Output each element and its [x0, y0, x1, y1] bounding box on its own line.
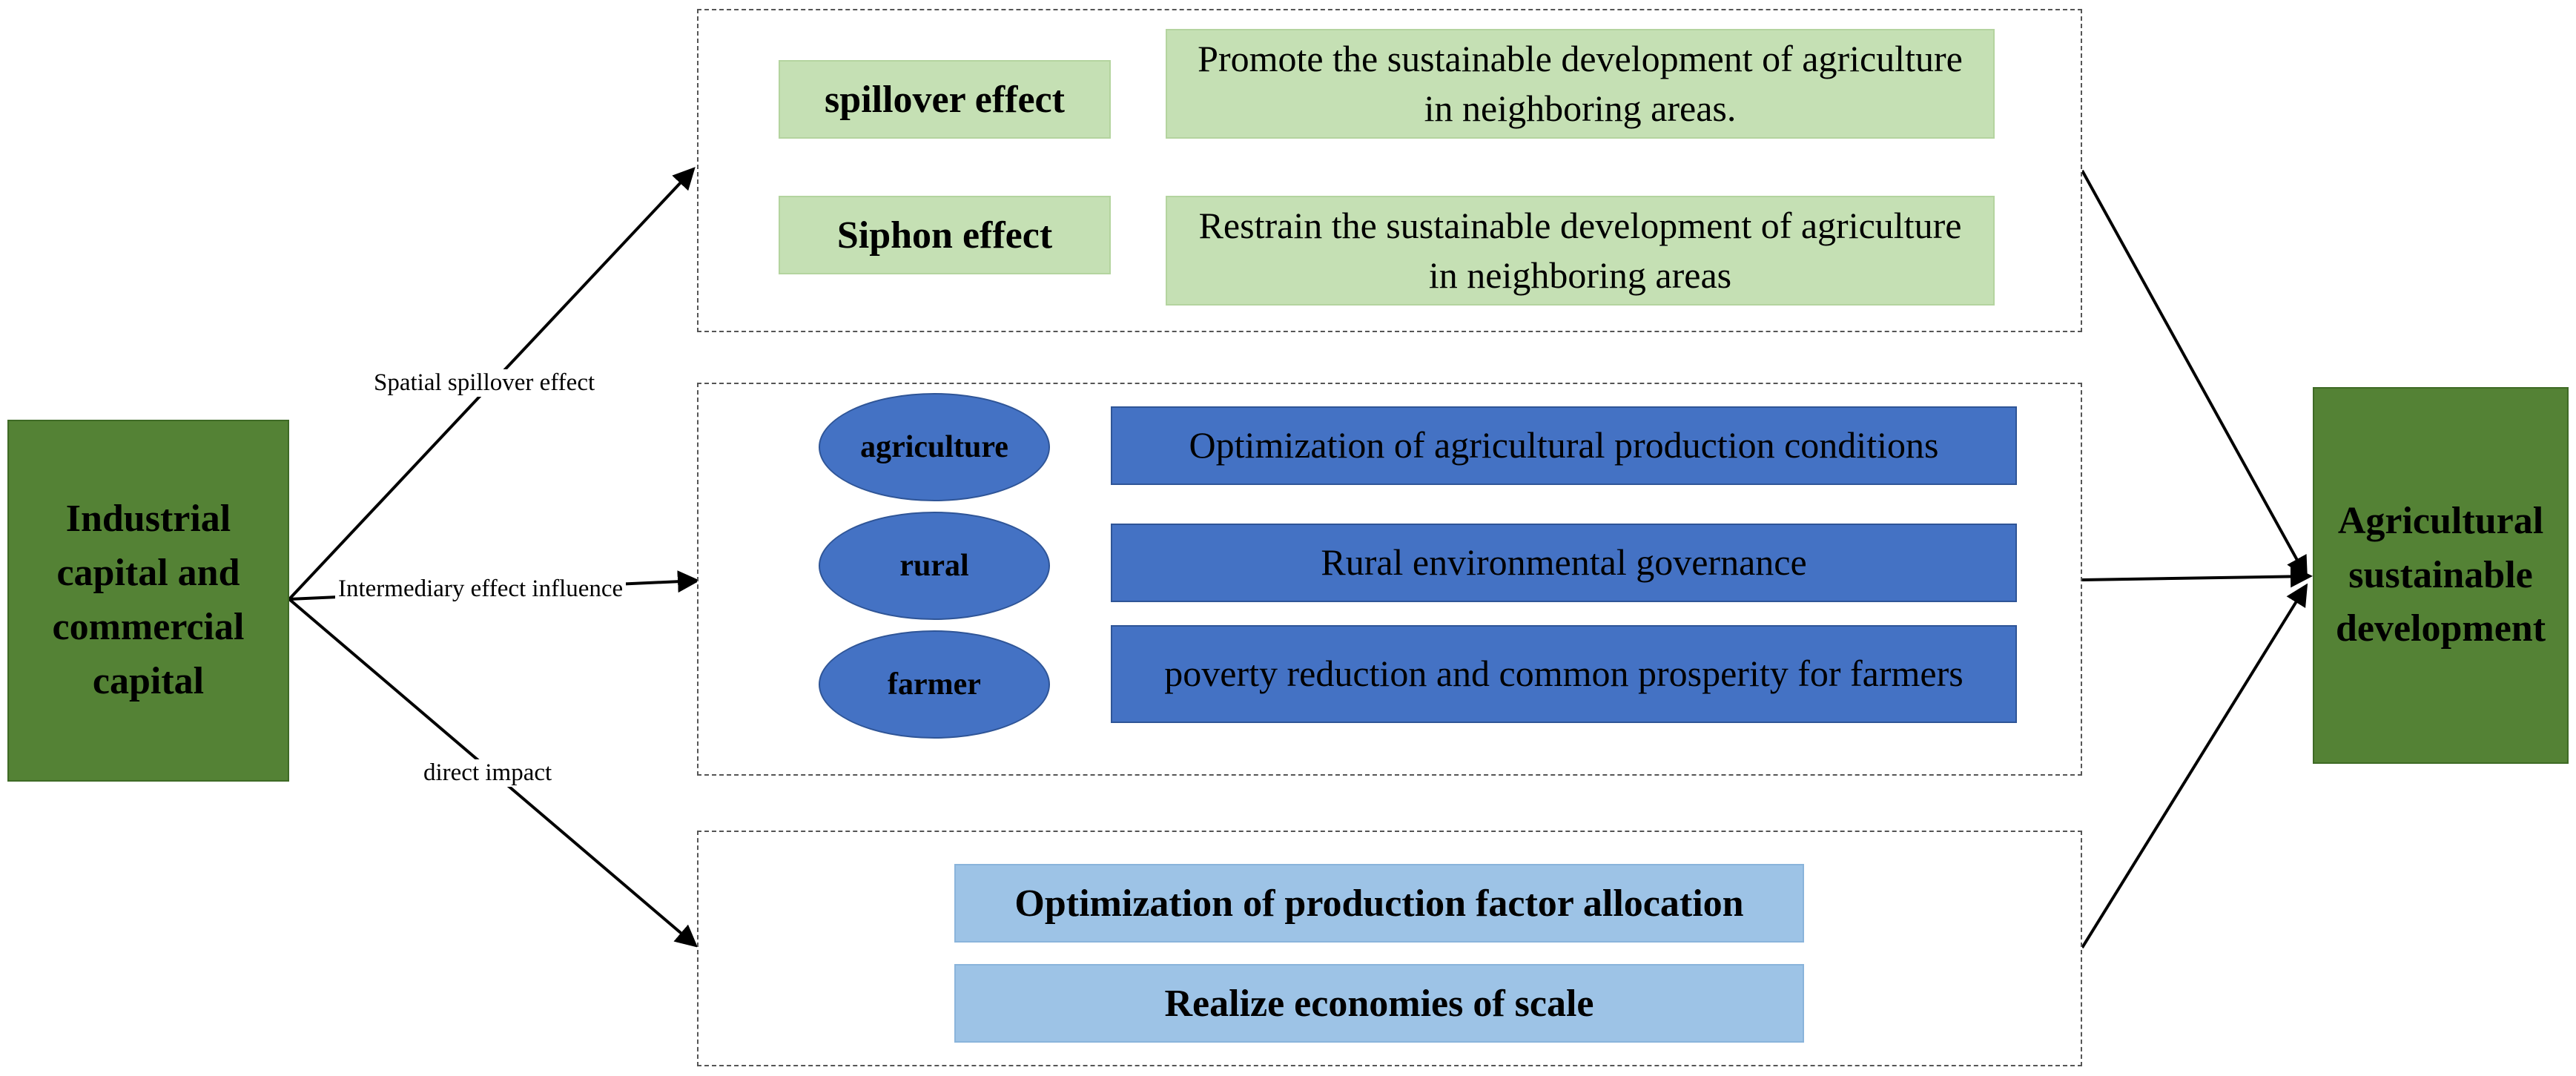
arrow-intermediary-to-target: [2081, 565, 2313, 588]
spillover-effect-label: spillover effect: [825, 78, 1065, 121]
direct-impact-group: Optimization of production factor alloca…: [697, 831, 2082, 1066]
spillover-effect-box: spillover effect: [779, 60, 1111, 139]
arrow-spatial-to-target: [2081, 170, 2308, 579]
agriculture-description: Optimization of agricultural production …: [1189, 424, 1939, 466]
farmer-description: poverty reduction and common prosperity …: [1164, 653, 1964, 695]
source-line-3: commercial: [52, 606, 245, 648]
economies-of-scale-label: Realize economies of scale: [1164, 982, 1594, 1025]
rural-description-box: Rural environmental governance: [1111, 524, 2017, 602]
spillover-description-box: Promote the sustainable development of a…: [1166, 29, 1995, 139]
agriculture-node: agriculture: [819, 393, 1050, 501]
siphon-description-box: Restrain the sustainable development of …: [1166, 196, 1995, 306]
rural-label: rural: [899, 549, 969, 583]
farmer-node: farmer: [819, 630, 1050, 739]
target-line-1: Agricultural: [2337, 499, 2544, 542]
intermediary-effect-group: agriculture Optimization of agricultural…: [697, 383, 2082, 776]
siphon-description: Restrain the sustainable development of …: [1198, 204, 1962, 297]
spatial-effect-group: spillover effect Promote the sustainable…: [697, 9, 2082, 332]
source-line-2: capital and: [56, 552, 240, 595]
agriculture-label: agriculture: [860, 430, 1008, 464]
source-node: Industrial capital and commercial capita…: [7, 420, 289, 782]
siphon-effect-box: Siphon effect: [779, 196, 1111, 274]
label-spatial-spillover: Spatial spillover effect: [371, 369, 598, 397]
rural-node: rural: [819, 512, 1050, 620]
agriculture-description-box: Optimization of agricultural production …: [1111, 406, 2017, 485]
target-line-3: development: [2335, 607, 2546, 650]
farmer-label: farmer: [888, 667, 981, 702]
source-line-1: Industrial: [65, 498, 231, 541]
factor-allocation-label: Optimization of production factor alloca…: [1014, 882, 1744, 925]
spillover-description: Promote the sustainable development of a…: [1198, 37, 1963, 130]
source-line-4: capital: [92, 659, 205, 702]
label-direct-impact: direct impact: [420, 759, 555, 787]
target-node: Agricultural sustainable development: [2313, 387, 2569, 764]
economies-of-scale-box: Realize economies of scale: [954, 964, 1804, 1043]
factor-allocation-box: Optimization of production factor alloca…: [954, 864, 1804, 943]
arrow-direct-to-target: [2081, 583, 2308, 949]
label-intermediary: Intermediary effect influence: [335, 575, 627, 603]
rural-description: Rural environmental governance: [1321, 541, 1807, 584]
farmer-description-box: poverty reduction and common prosperity …: [1111, 625, 2017, 723]
siphon-effect-label: Siphon effect: [836, 214, 1053, 257]
target-line-2: sustainable: [2348, 553, 2533, 596]
